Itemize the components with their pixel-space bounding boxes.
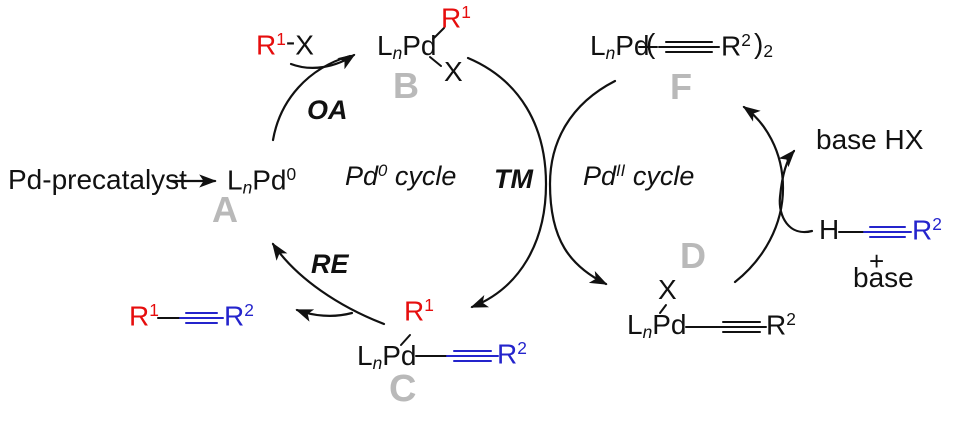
transmetalation-left-arrow — [466, 56, 548, 309]
b-pd-r1-bond — [432, 27, 445, 40]
b-pd-x-bond — [429, 56, 442, 67]
alkyne-basehx-arrow — [778, 149, 814, 234]
plus-sign: + — [869, 246, 885, 276]
species-f-formula: LnPd — [590, 30, 650, 63]
species-b-tag: B — [393, 65, 419, 106]
oxidative-addition-arc — [271, 54, 352, 142]
oxidative-addition-label: OA — [307, 95, 348, 125]
transmetalation-right-arrow — [548, 79, 617, 286]
product-r2: R2 — [224, 300, 254, 332]
base-hx-label: base HX — [816, 124, 924, 155]
species-a-formula: LnPd0 — [227, 164, 297, 198]
species-d-x: X — [658, 274, 677, 305]
species-f-tag: F — [670, 66, 692, 107]
species-f-open-paren: ( — [646, 28, 656, 59]
c-pd-r1-bond — [400, 334, 411, 346]
species-c-tag: C — [389, 368, 417, 410]
species-b-formula: LnPd — [377, 30, 437, 63]
product-r1: R1 — [129, 300, 159, 332]
alkyne-r2: R2 — [912, 214, 942, 246]
pd-precatalyst-label: Pd-precatalyst — [8, 164, 187, 195]
species-a-tag: A — [212, 189, 238, 230]
species-c-formula: LnPd — [357, 340, 417, 373]
species-f-r2: R2 — [721, 30, 751, 62]
species-d-r2: R2 — [766, 309, 796, 341]
species-d-formula: LnPd — [627, 309, 687, 342]
species-d-tag: D — [680, 235, 706, 276]
species-b-r1: R1 — [441, 2, 471, 34]
d-pd-x-bond — [659, 304, 667, 314]
species-c-r2: R2 — [497, 338, 527, 370]
product-release-arrow — [295, 308, 354, 322]
species-b-x: X — [444, 56, 463, 87]
base-label: base — [853, 262, 914, 293]
reductive-elimination-label: RE — [311, 249, 349, 279]
species-f-close-paren: )2 — [754, 28, 773, 61]
species-c-r1: R1 — [404, 295, 434, 327]
transmetalation-label: TM — [494, 164, 533, 194]
d-to-f-arrow — [733, 105, 785, 284]
reductive-elimination-arrow — [271, 242, 386, 326]
reagent-r1x: R1-X — [256, 25, 314, 61]
pd2-cycle-label: PdII cycle — [583, 161, 695, 192]
alkyne-h: H — [819, 214, 840, 245]
pd0-cycle-label: Pd0 cycle — [345, 161, 457, 192]
